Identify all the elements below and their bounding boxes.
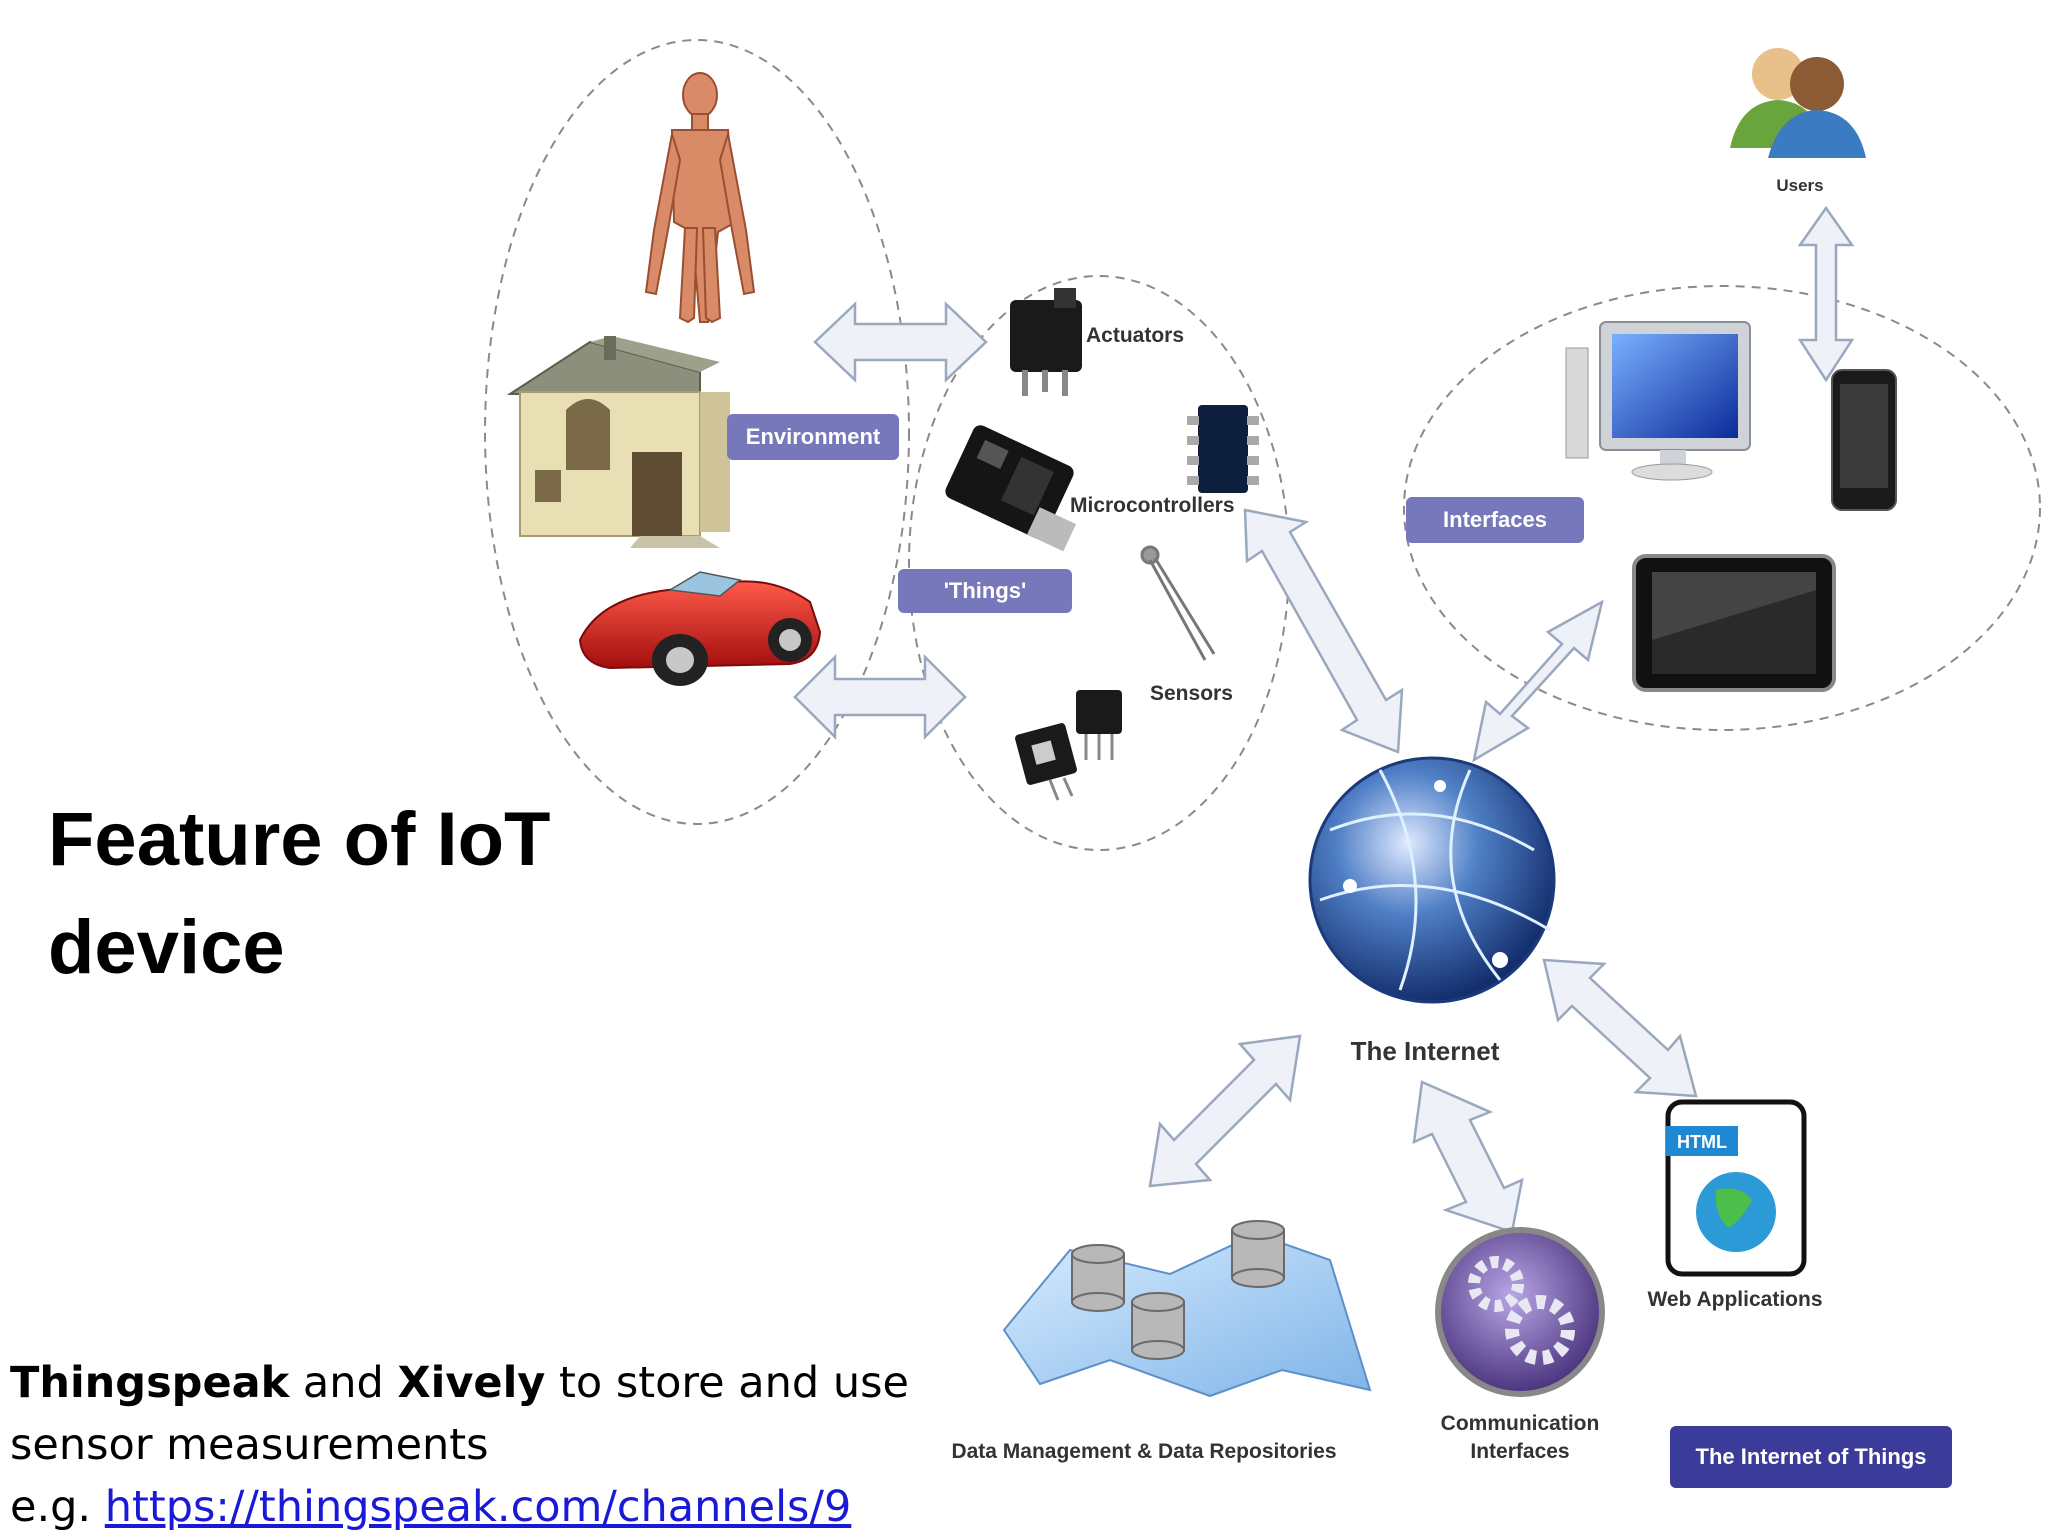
actuator-icon [1010,288,1082,396]
communication-label: Communication [1440,1412,1600,1435]
microcontroller-chip-icon [1187,405,1259,493]
things-internet-arrow [1243,508,1404,754]
title-line-2: device [48,905,285,990]
desktop-monitor-icon [1565,321,1751,481]
internet-globe-icon [1308,756,1556,1004]
caption-store: to store and use [545,1358,909,1408]
sensor-chip-icon [1015,690,1122,801]
microcontrollers-label: Microcontrollers [1070,494,1235,517]
human-body-icon [644,72,756,324]
caption-line-3: e.g. https://thingspeak.com/channels/9 [10,1476,909,1538]
tablet-icon [1632,554,1836,692]
data-management-label: Data Management & Data Repositories [951,1440,1337,1463]
sensor-probe-icon [1140,545,1216,661]
internet-label: The Internet [1350,1036,1500,1066]
data-repository-map-icon [1002,1220,1372,1398]
thingspeak-text: Thingspeak [10,1358,290,1408]
web-application-icon: HTML [1665,1099,1807,1277]
car-icon [578,571,822,686]
web-applications-label: Web Applications [1647,1288,1823,1311]
env-things-arrow-top [813,301,988,383]
things-tag: 'Things' [898,569,1072,613]
database-icon [1071,1220,1285,1360]
environment-tag: Environment [727,414,899,460]
house-icon [506,336,730,548]
caption-and: and [289,1358,398,1408]
actuators-label: Actuators [1086,324,1185,347]
caption-eg: e.g. [10,1482,105,1532]
page-title: Feature of IoT device [48,786,550,1002]
phone-icon [1831,369,1897,511]
iot-tag: The Internet of Things [1670,1426,1952,1488]
users-icon [1730,48,1866,158]
sensors-label: Sensors [1150,682,1233,705]
microcontroller-module-icon [945,425,1076,552]
svg-text:HTML: HTML [1677,1132,1727,1152]
env-things-arrow-bottom [793,653,967,741]
users-interfaces-arrow [1797,205,1855,383]
users-label: Users [1776,176,1824,195]
interfaces-internet-arrow [1472,599,1604,763]
communication-gears-icon [1435,1227,1605,1397]
interfaces-tag: Interfaces [1406,497,1584,543]
internet-data-arrow [1148,1034,1302,1188]
caption-line-1: Thingspeak and Xively to store and use [10,1352,909,1414]
interfaces-sublabel: Interfaces [1470,1440,1570,1463]
title-line-1: Feature of IoT [48,797,551,882]
caption-line-2: sensor measurements [10,1420,489,1470]
internet-web-arrow [1542,958,1698,1098]
thingspeak-link[interactable]: https://thingspeak.com/channels/9 [104,1482,852,1532]
environment-ellipse [484,39,910,825]
caption: Thingspeak and Xively to store and use s… [10,1352,909,1538]
interfaces-ellipse [1403,285,2041,731]
xively-text: Xively [397,1358,546,1408]
internet-comm-arrow [1412,1080,1524,1234]
